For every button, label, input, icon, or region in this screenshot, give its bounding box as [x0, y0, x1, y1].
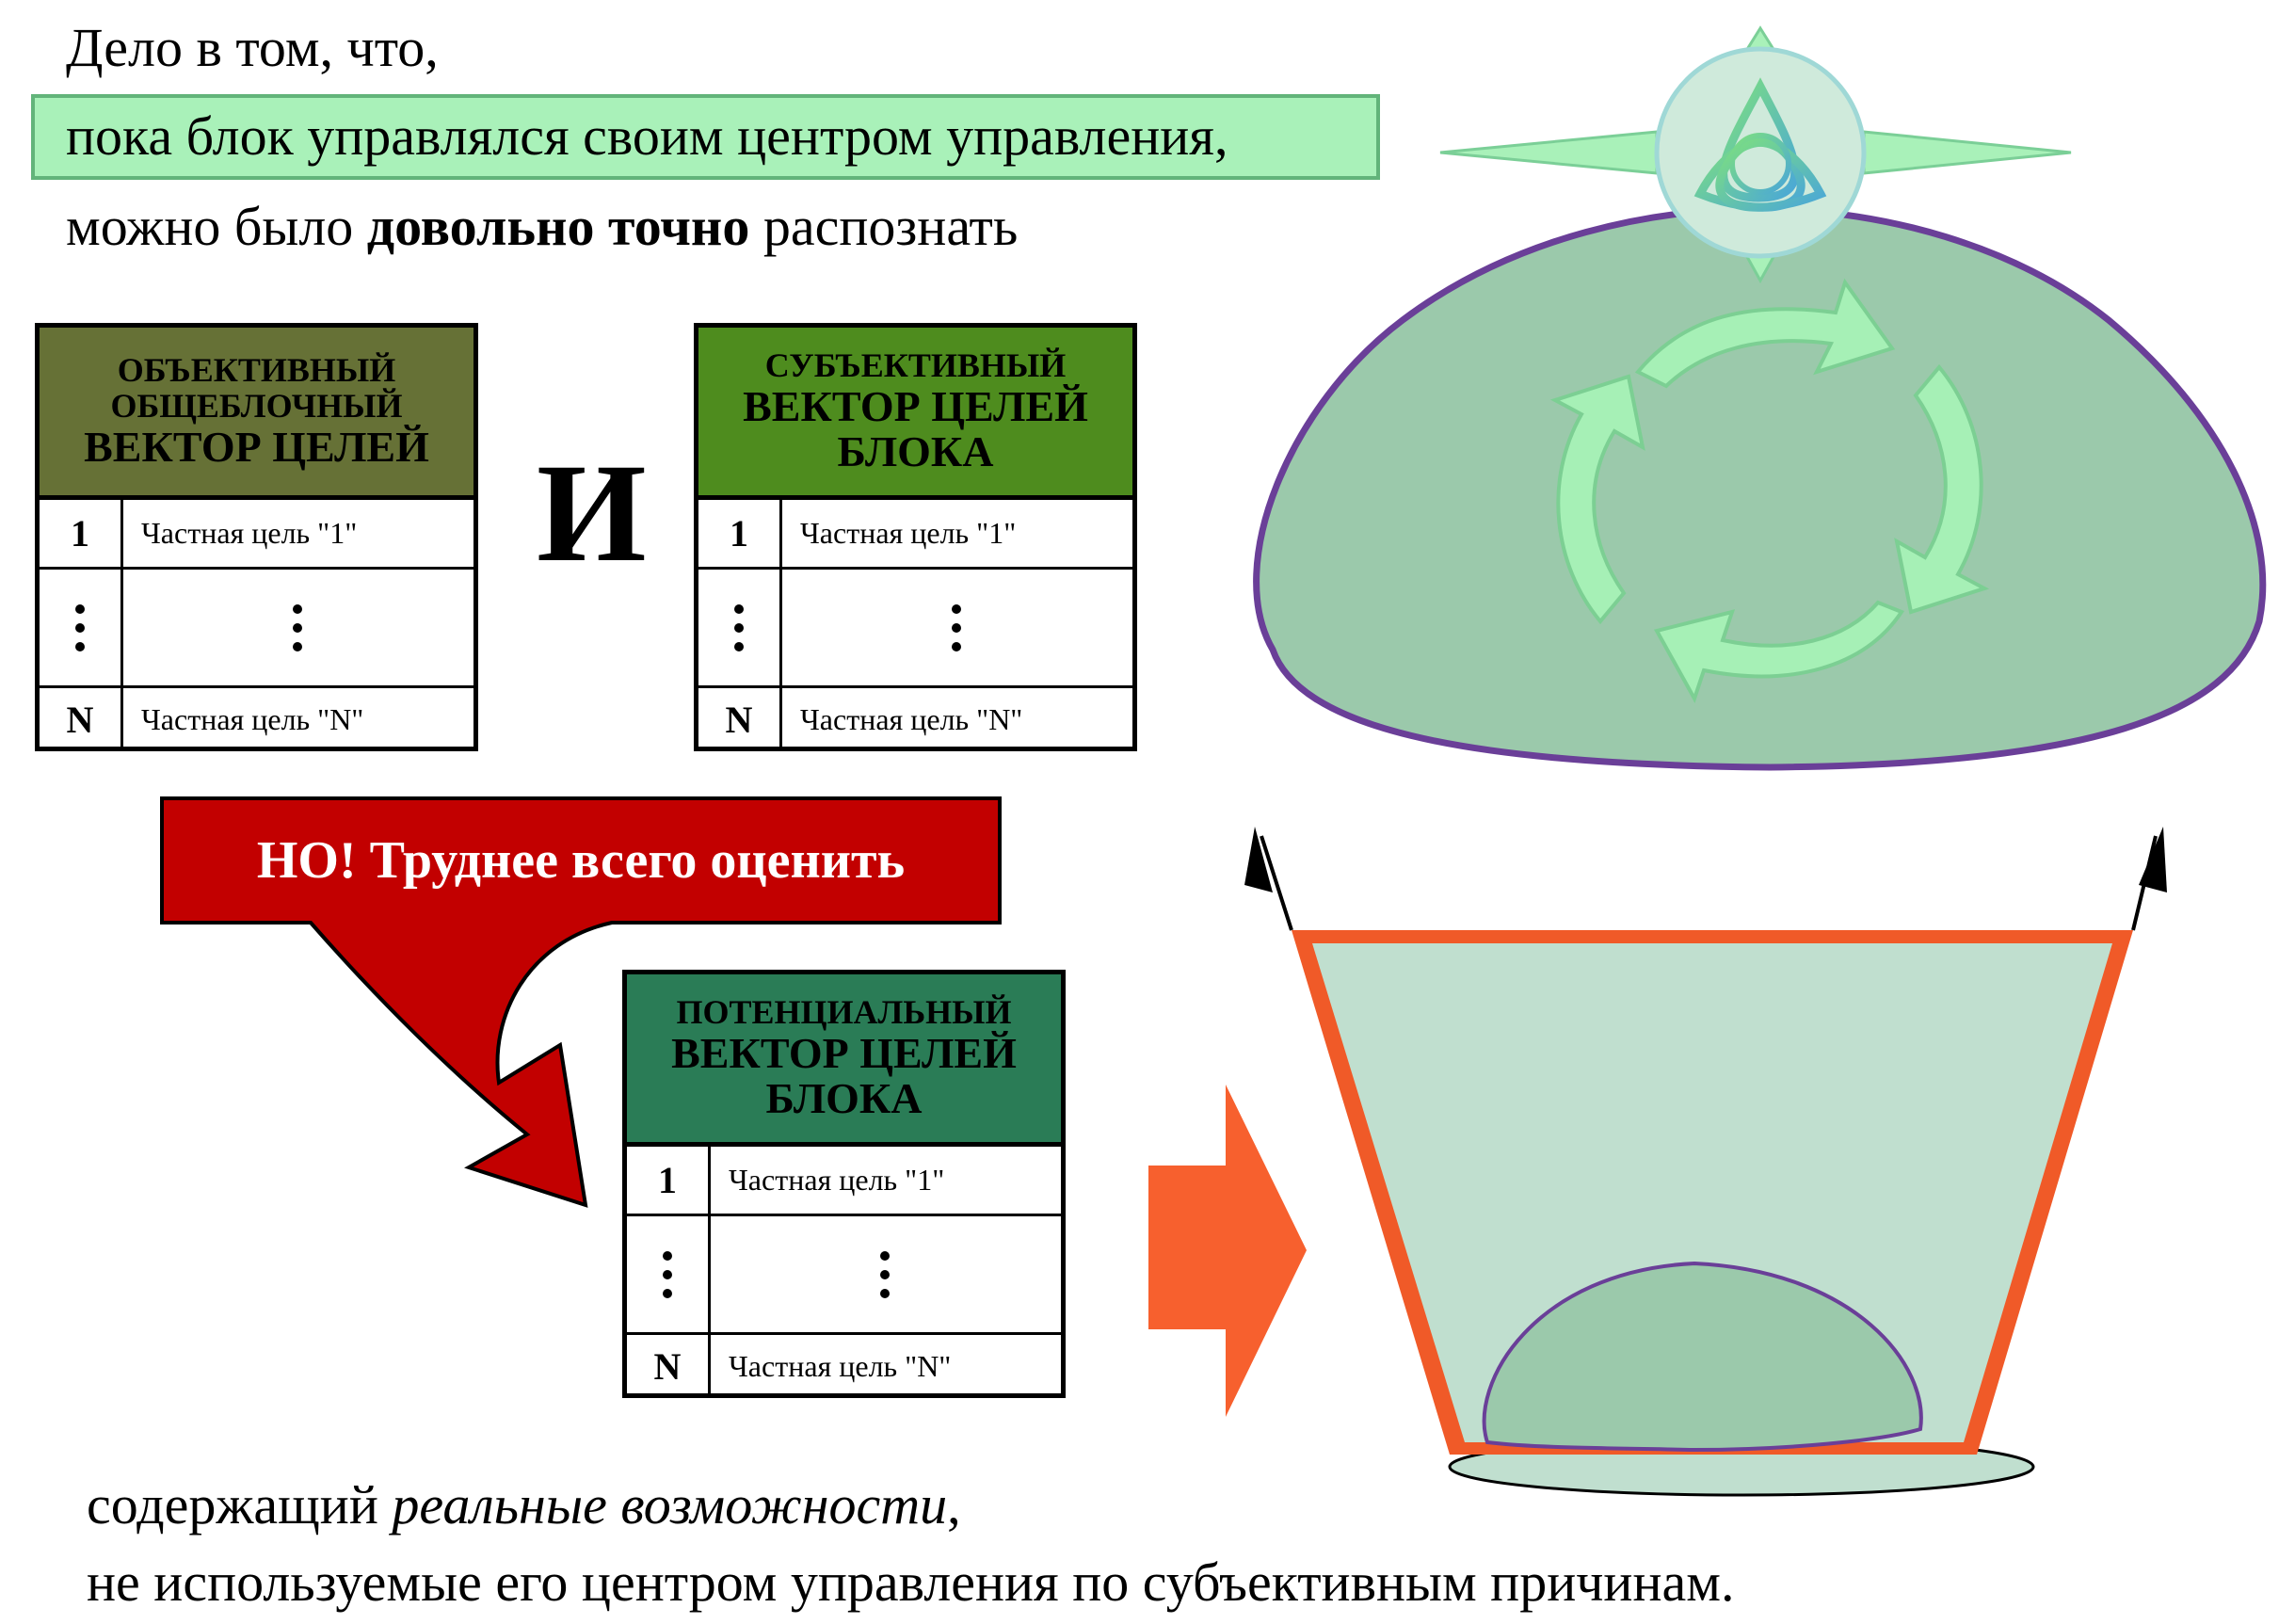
intro-line-3-post: распознать	[749, 196, 1019, 257]
and-label: И	[537, 435, 647, 591]
outro-line-1-italic: реальные возможности	[392, 1474, 948, 1536]
row-text: Частная цель "1"	[729, 1163, 945, 1197]
highlight-box	[31, 94, 1380, 180]
big-arrow	[1148, 1085, 1307, 1417]
callout-arrow	[160, 796, 1002, 1208]
header-line: ОБЩЕБЛОЧНЫЙ	[110, 386, 403, 425]
table-row	[40, 570, 473, 688]
intro-line-3-pre: можно было	[66, 196, 367, 257]
ellipsis-icon	[627, 1216, 711, 1332]
row-number: N	[698, 688, 782, 751]
ellipsis-icon	[779, 570, 1132, 685]
intro-line-3-bold: довольно точно	[366, 196, 750, 257]
row-text: Частная цель "N"	[729, 1349, 952, 1383]
triquetra-icon	[1693, 77, 1827, 212]
header-line: ПОТЕНЦИАЛЬНЫЙ	[676, 992, 1012, 1031]
emblem-circle	[1654, 46, 1867, 259]
row-number: N	[627, 1335, 711, 1398]
row-text: Частная цель "1"	[141, 516, 358, 550]
intro-line-3: можно было довольно точно распознать	[66, 200, 1018, 254]
table-row: N Частная цель "N"	[698, 688, 1132, 751]
table-objective: ОБЪЕКТИВНЫЙ ОБЩЕБЛОЧНЫЙ ВЕКТОР ЦЕЛЕЙ 1 Ч…	[35, 323, 478, 751]
ellipsis-icon	[120, 570, 473, 685]
table-subjective-header: СУБЪЕКТИВНЫЙ ВЕКТОР ЦЕЛЕЙ БЛОКА	[698, 328, 1132, 500]
header-line: СУБЪЕКТИВНЫЙ	[764, 346, 1067, 384]
row-number: 1	[627, 1147, 711, 1214]
outro-line-1: содержащий реальные возможности,	[87, 1478, 961, 1533]
cycle-arrows-icon	[1549, 278, 1990, 703]
dome	[1253, 205, 2267, 771]
header-line: БЛОКА	[837, 426, 994, 475]
outro-line-1-post: ,	[947, 1474, 961, 1536]
table-row: N Частная цель "N"	[40, 688, 473, 751]
ellipsis-icon	[708, 1216, 1061, 1332]
outro-line-1-pre: содержащий	[87, 1474, 393, 1536]
header-line: ВЕКТОР ЦЕЛЕЙ	[743, 381, 1088, 430]
table-row	[698, 570, 1132, 688]
table-objective-header: ОБЪЕКТИВНЫЙ ОБЩЕБЛОЧНЫЙ ВЕКТОР ЦЕЛЕЙ	[40, 328, 473, 500]
row-text: Частная цель "N"	[141, 702, 364, 736]
header-line: ВЕКТОР ЦЕЛЕЙ	[84, 422, 429, 471]
row-number: 1	[40, 500, 123, 567]
table-row: 1 Частная цель "1"	[627, 1147, 1061, 1216]
intro-line-2: пока блок управлялся своим центром управ…	[66, 105, 1228, 167]
ellipsis-icon	[40, 570, 123, 685]
header-line: БЛОКА	[765, 1073, 923, 1122]
intro-line-1: Дело в том, что,	[66, 17, 439, 78]
row-text: Частная цель "1"	[800, 516, 1017, 550]
header-line: ОБЪЕКТИВНЫЙ	[117, 351, 396, 390]
row-number: 1	[698, 500, 782, 567]
row-text: Частная цель "N"	[800, 702, 1023, 736]
table-potential: ПОТЕНЦИАЛЬНЫЙ ВЕКТОР ЦЕЛЕЙ БЛОКА 1 Частн…	[622, 970, 1066, 1398]
callout-label: НО! Труднее всего оценить	[256, 831, 906, 890]
header-line: ВЕКТОР ЦЕЛЕЙ	[671, 1028, 1017, 1077]
row-number: N	[40, 688, 123, 751]
bucket	[1244, 827, 2167, 1497]
table-row: 1 Частная цель "1"	[40, 500, 473, 570]
table-row: 1 Частная цель "1"	[698, 500, 1132, 570]
table-subjective: СУБЪЕКТИВНЫЙ ВЕКТОР ЦЕЛЕЙ БЛОКА 1 Частна…	[694, 323, 1137, 751]
table-row	[627, 1216, 1061, 1335]
table-row: N Частная цель "N"	[627, 1335, 1061, 1398]
outro-line-2: не используемые его центром управления п…	[87, 1552, 1735, 1613]
ellipsis-icon	[698, 570, 782, 685]
table-potential-header: ПОТЕНЦИАЛЬНЫЙ ВЕКТОР ЦЕЛЕЙ БЛОКА	[627, 974, 1061, 1147]
